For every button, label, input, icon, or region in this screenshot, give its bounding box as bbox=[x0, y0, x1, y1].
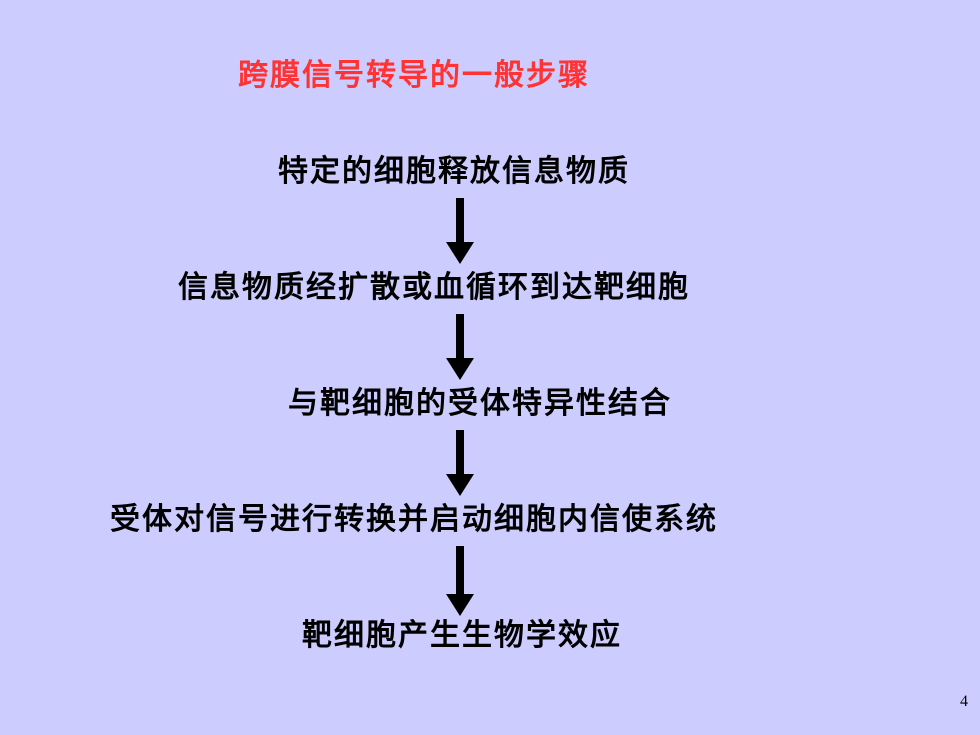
slide-title: 跨膜信号转导的一般步骤 bbox=[238, 58, 590, 93]
step-5-text: 靶细胞产生生物学效应 bbox=[302, 618, 622, 653]
step-1-text: 特定的细胞释放信息物质 bbox=[278, 154, 630, 189]
step-2-text: 信息物质经扩散或血循环到达靶细胞 bbox=[178, 270, 690, 305]
step-3-text: 与靶细胞的受体特异性结合 bbox=[288, 386, 672, 421]
step-4-text: 受体对信号进行转换并启动细胞内信使系统 bbox=[110, 502, 718, 537]
arrow-down-icon bbox=[446, 546, 474, 616]
arrow-down-icon bbox=[446, 430, 474, 496]
page-number: 4 bbox=[960, 693, 968, 710]
arrow-down-icon bbox=[446, 314, 474, 380]
arrow-down-icon bbox=[446, 198, 474, 264]
